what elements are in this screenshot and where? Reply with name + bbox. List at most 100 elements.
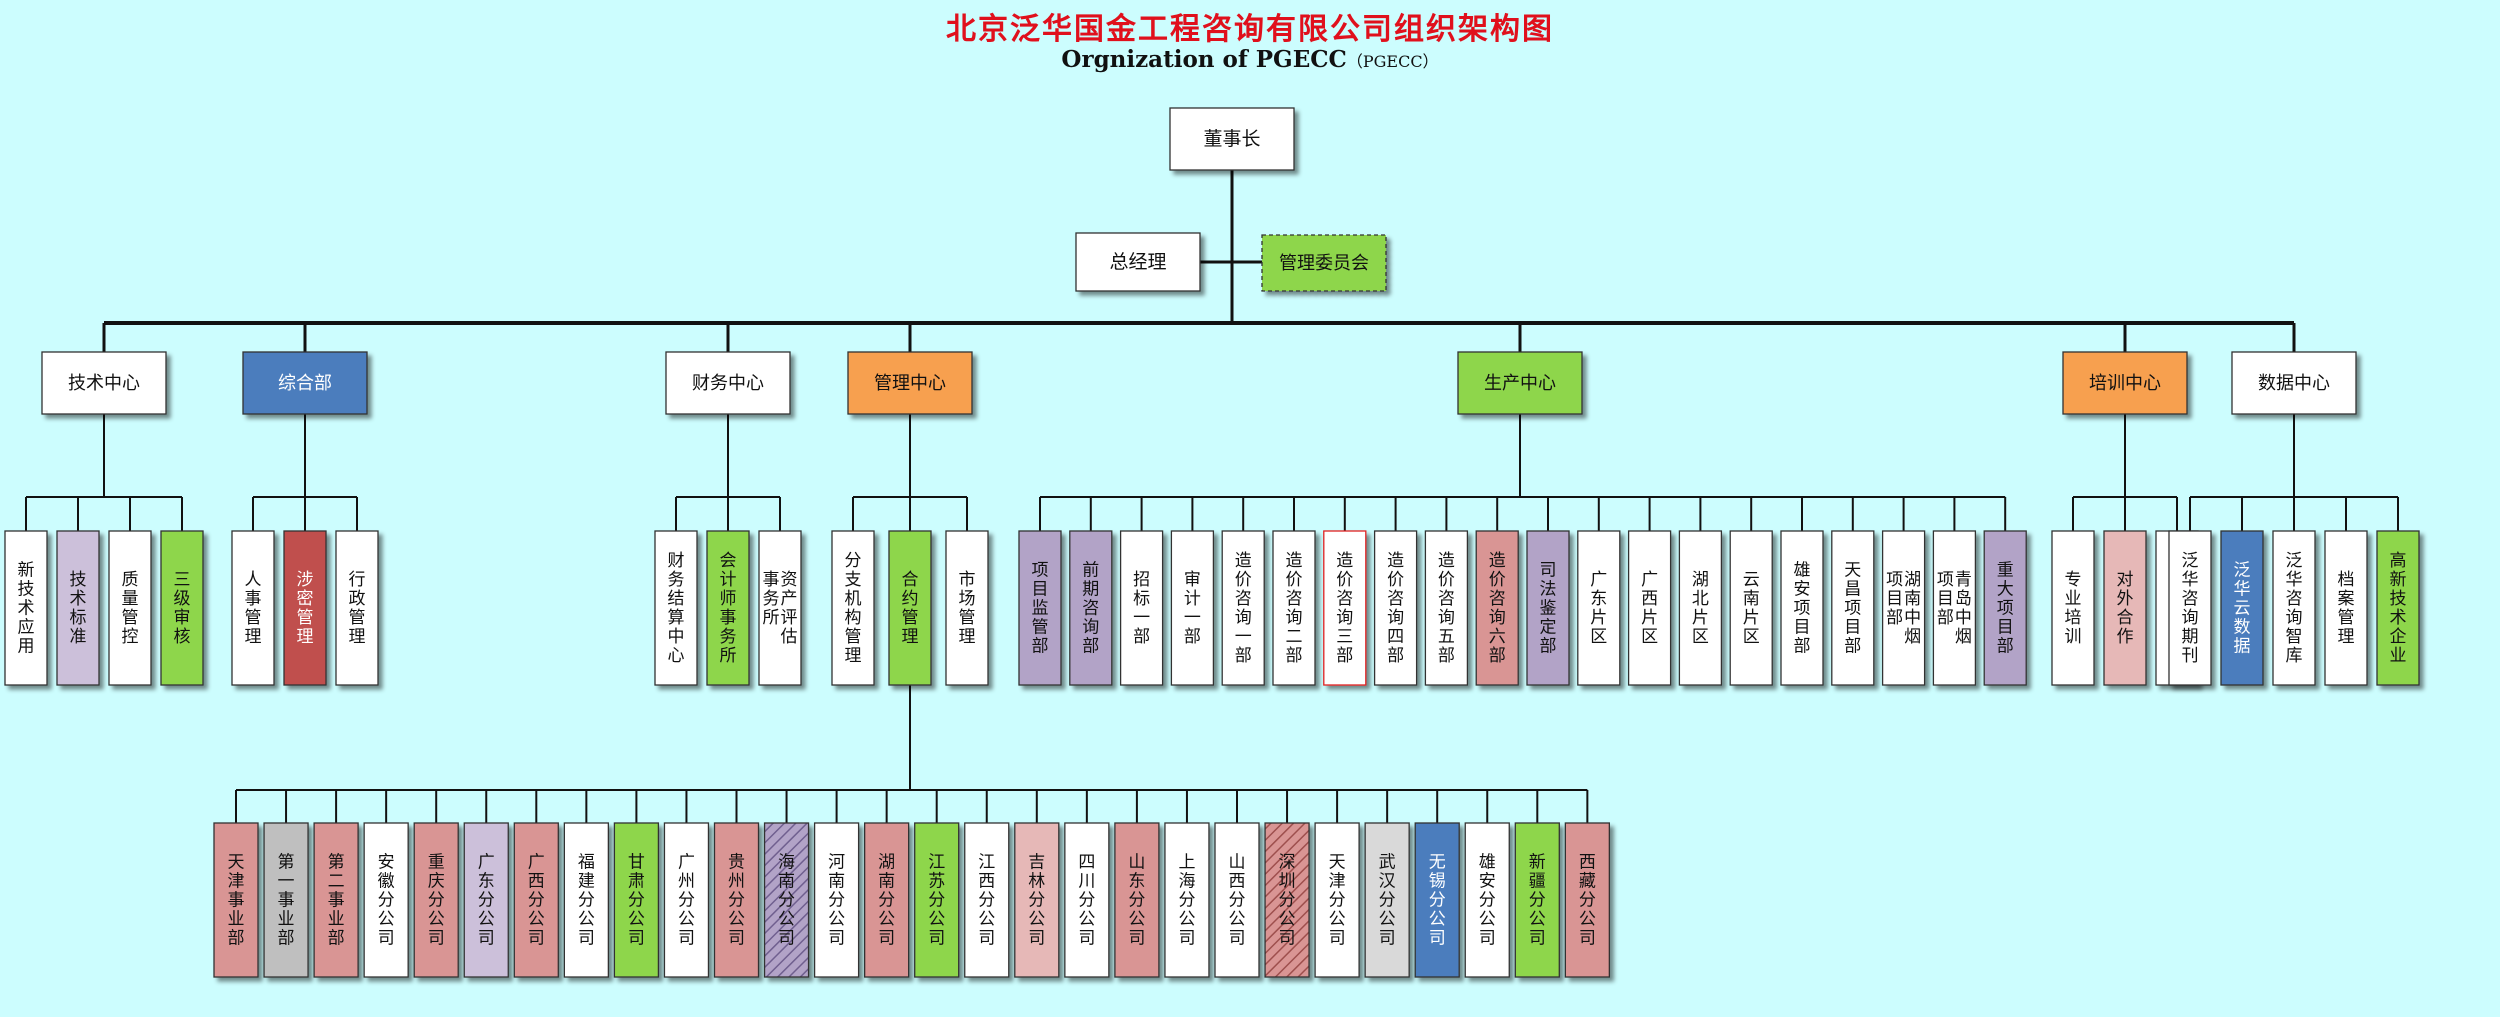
sub-box-4-18-label: 青岛中烟 (1955, 570, 1972, 647)
branch-box-19[interactable]: 上海分公司 (1164, 822, 1210, 978)
general-manager-box-label: 总经理 (1109, 251, 1166, 273)
sub-box-4-13[interactable]: 湖北片区 (1678, 530, 1723, 686)
branch-box-25[interactable]: 雄安分公司 (1464, 822, 1510, 978)
sub-box-6-4[interactable]: 高新技术企业 (2376, 530, 2420, 686)
sub-box-4-6[interactable]: 造价咨询三部 (1323, 530, 1367, 686)
sub-box-4-14[interactable]: 云南片区 (1729, 530, 1773, 686)
branch-box-14[interactable]: 江苏分公司 (914, 822, 960, 978)
branch-box-16[interactable]: 吉林分公司 (1014, 822, 1060, 978)
branch-box-24[interactable]: 无锡分公司 (1414, 822, 1460, 978)
branch-box-21-label: 深圳分公司 (1279, 853, 1296, 949)
sub-box-3-0-label: 分支机构管理 (845, 551, 862, 666)
branch-box-1[interactable]: 第一事业部 (263, 822, 309, 978)
sub-box-6-1[interactable]: 泛华云数据 (2220, 530, 2264, 686)
sub-box-6-0[interactable]: 泛华咨询期刊 (2168, 530, 2212, 686)
sub-box-3-0[interactable]: 分支机构管理 (831, 530, 875, 686)
center-box-0[interactable]: 技术中心 (41, 351, 167, 415)
sub-box-4-11-label: 广东片区 (1590, 570, 1607, 647)
sub-box-0-2-label: 质量管控 (122, 570, 139, 647)
branch-box-2[interactable]: 第二事业部 (313, 822, 359, 978)
sub-box-5-0[interactable]: 专业培训 (2051, 530, 2095, 686)
branch-box-7[interactable]: 福建分公司 (563, 822, 609, 978)
branch-box-0-label: 天津事业部 (228, 853, 245, 949)
branch-box-12[interactable]: 河南分公司 (813, 822, 860, 978)
sub-box-4-2[interactable]: 招标一部 (1119, 530, 1164, 686)
branch-box-26[interactable]: 新疆分公司 (1514, 822, 1560, 978)
branch-box-4[interactable]: 重庆分公司 (413, 822, 459, 978)
center-box-6-label: 数据中心 (2258, 373, 2330, 394)
branch-box-5[interactable]: 广东分公司 (463, 822, 509, 978)
sub-box-6-3[interactable]: 档案管理 (2324, 530, 2368, 686)
sub-box-1-1[interactable]: 涉密管理 (283, 530, 327, 686)
sub-box-0-0-label: 新技术应用 (18, 561, 35, 657)
branch-box-17[interactable]: 四川分公司 (1064, 822, 1110, 978)
sub-box-4-10-label: 司法鉴定部 (1540, 561, 1557, 657)
sub-box-4-12-label: 广西片区 (1641, 570, 1658, 647)
sub-box-4-19[interactable]: 重大项目部 (1983, 530, 2027, 686)
sub-box-4-10[interactable]: 司法鉴定部 (1526, 530, 1570, 686)
branch-box-13[interactable]: 湖南分公司 (864, 822, 910, 978)
title-english: Orgnization of PGECC（PGECC） (0, 46, 2500, 73)
sub-box-0-3[interactable]: 三级审核 (160, 530, 204, 686)
sub-box-4-8[interactable]: 造价咨询五部 (1424, 530, 1469, 686)
sub-box-4-12[interactable]: 广西片区 (1627, 530, 1672, 686)
branch-box-11[interactable]: 海南分公司 (763, 822, 810, 978)
center-box-1-label: 综合部 (278, 373, 332, 394)
branch-box-3[interactable]: 安徽分公司 (363, 822, 409, 978)
center-box-3[interactable]: 管理中心 (847, 351, 973, 415)
sub-box-4-15-label: 雄安项目部 (1794, 561, 1811, 657)
sub-box-4-0-label: 项目监管部 (1032, 561, 1049, 657)
sub-box-6-2[interactable]: 泛华咨询智库 (2272, 530, 2316, 686)
general-manager-box[interactable]: 总经理 (1075, 232, 1201, 292)
sub-box-4-5[interactable]: 造价咨询二部 (1272, 530, 1316, 686)
sub-box-3-1[interactable]: 合约管理 (888, 530, 932, 686)
branch-box-23[interactable]: 武汉分公司 (1364, 822, 1410, 978)
sub-box-3-2[interactable]: 市场管理 (945, 530, 989, 686)
sub-box-4-9[interactable]: 造价咨询六部 (1475, 530, 1519, 686)
center-box-4[interactable]: 生产中心 (1457, 351, 1583, 415)
sub-box-4-7[interactable]: 造价咨询四部 (1373, 530, 1418, 686)
sub-box-4-0[interactable]: 项目监管部 (1018, 530, 1062, 686)
sub-box-4-3[interactable]: 审计一部 (1170, 530, 1215, 686)
sub-box-2-1[interactable]: 会计师事务所 (706, 530, 750, 686)
branch-box-18[interactable]: 山东分公司 (1114, 822, 1160, 978)
branch-box-8[interactable]: 甘肃分公司 (613, 822, 660, 978)
branch-box-3-label: 安徽分公司 (378, 853, 395, 949)
sub-box-2-0[interactable]: 财务结算中心 (654, 530, 698, 686)
sub-box-4-16[interactable]: 天昌项目部 (1831, 530, 1875, 686)
center-box-6[interactable]: 数据中心 (2231, 351, 2357, 415)
center-box-5[interactable]: 培训中心 (2062, 351, 2188, 415)
management-committee-box[interactable]: 管理委员会 (1261, 234, 1387, 292)
sub-box-0-3-label: 三级审核 (174, 570, 191, 647)
branch-box-22[interactable]: 天津分公司 (1314, 822, 1360, 978)
branch-box-15[interactable]: 江西分公司 (964, 822, 1010, 978)
branch-box-0[interactable]: 天津事业部 (213, 822, 259, 978)
sub-box-3-1-label: 合约管理 (902, 570, 919, 647)
sub-box-4-4[interactable]: 造价咨询一部 (1221, 530, 1265, 686)
chairman-box[interactable]: 董事长 (1169, 107, 1295, 171)
branch-box-6[interactable]: 广西分公司 (513, 822, 559, 978)
branch-box-10[interactable]: 贵州分公司 (713, 822, 760, 978)
sub-box-0-0[interactable]: 新技术应用 (4, 530, 48, 686)
sub-box-4-1[interactable]: 前期咨询部 (1069, 530, 1113, 686)
center-box-1[interactable]: 综合部 (242, 351, 368, 415)
sub-box-0-2[interactable]: 质量管控 (108, 530, 152, 686)
branch-box-20[interactable]: 山西分公司 (1214, 822, 1260, 978)
sub-box-1-2[interactable]: 行政管理 (335, 530, 379, 686)
sub-box-1-0[interactable]: 人事管理 (231, 530, 275, 686)
branch-box-9[interactable]: 广州分公司 (663, 822, 710, 978)
center-box-2[interactable]: 财务中心 (665, 351, 791, 415)
branch-box-12-label: 河南分公司 (828, 853, 845, 949)
branch-box-21[interactable]: 深圳分公司 (1264, 822, 1310, 978)
sub-box-0-1[interactable]: 技术标准 (56, 530, 100, 686)
sub-box-4-11[interactable]: 广东片区 (1577, 530, 1621, 686)
branch-box-27[interactable]: 西藏分公司 (1564, 822, 1610, 978)
branch-box-16-label: 吉林分公司 (1028, 853, 1045, 949)
branch-box-24-label: 无锡分公司 (1429, 853, 1446, 949)
sub-box-5-1[interactable]: 对外合作 (2103, 530, 2147, 686)
sub-box-4-15[interactable]: 雄安项目部 (1780, 530, 1824, 686)
sub-box-2-1-label: 会计师事务所 (720, 551, 737, 666)
